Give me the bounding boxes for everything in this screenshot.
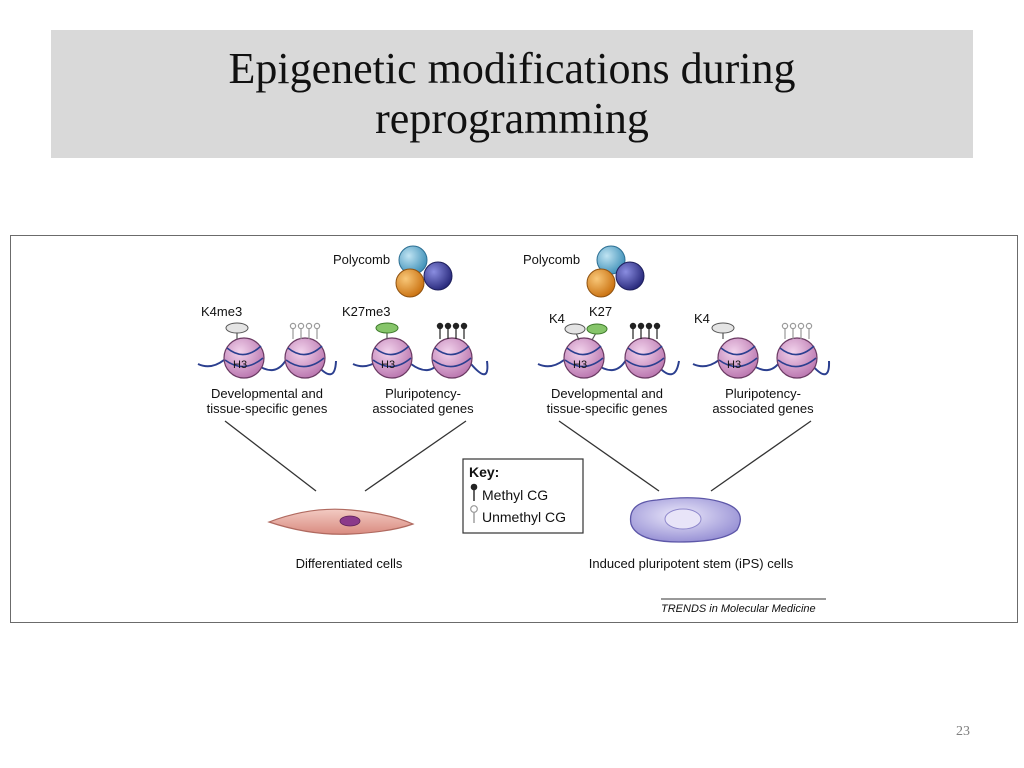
slide-title-line-2: reprogramming (375, 94, 649, 143)
nucleosome-h3: H3 (223, 337, 265, 379)
methyl-cg-icon (470, 483, 478, 501)
unmethyl-cg-cluster (289, 322, 321, 339)
legend-unmethyl-label: Unmethyl CG (482, 509, 566, 525)
k27-mark-tag (375, 322, 399, 339)
polycomb-subunit-navy (423, 261, 453, 291)
legend-methyl-label: Methyl CG (482, 487, 548, 503)
gene-group-label: Pluripotency- (725, 386, 801, 401)
legend-key: Key: Methyl CG Unmethyl CG (462, 458, 584, 534)
polycomb-subunit-orange (586, 268, 616, 298)
ips-cells-label: Induced pluripotent stem (iPS) cells (589, 556, 794, 571)
source-credit: TRENDS in Molecular Medicine (661, 603, 816, 615)
mark-label-k4: K4 (694, 311, 710, 326)
nucleosome-h3: H3 (717, 337, 759, 379)
histone-label: H3 (573, 359, 587, 371)
gene-group-label: tissue-specific genes (207, 401, 328, 416)
mark-label-k4: K4 (549, 311, 565, 326)
polycomb-subunit-orange (395, 268, 425, 298)
k4-mark-tag (564, 323, 586, 341)
k27-mark-tag (586, 323, 608, 341)
unmethyl-cg-cluster (781, 322, 813, 339)
figure-canvas: Polycomb Polycomb K4me3 K27me3 K4 K27 K4… (197, 245, 831, 615)
gene-group-label: Developmental and (211, 386, 323, 401)
gene-group-label: associated genes (372, 401, 474, 416)
gene-group-label: Pluripotency- (385, 386, 461, 401)
mark-label-k27me3: K27me3 (342, 304, 390, 319)
histone-label: H3 (233, 359, 247, 371)
gene-group-label: Developmental and (551, 386, 663, 401)
nucleosome (776, 337, 818, 379)
connector-line (224, 420, 317, 492)
histone-label: H3 (727, 359, 741, 371)
connector-line (710, 420, 812, 492)
gene-group-label: tissue-specific genes (547, 401, 668, 416)
nucleosome (624, 337, 666, 379)
histone-label: H3 (381, 359, 395, 371)
mark-label-k4me3: K4me3 (201, 304, 242, 319)
polycomb-subunit-navy (615, 261, 645, 291)
polycomb-complex-right: Polycomb (523, 245, 645, 298)
slide-title-line-1: Epigenetic modifications during (228, 44, 796, 93)
methyl-cg-cluster (436, 322, 468, 339)
ips-cell (629, 497, 741, 543)
connector-line (364, 420, 467, 492)
cell-nucleus (339, 515, 361, 527)
unmethyl-cg-icon (470, 505, 478, 523)
nucleosome-h3: H3 (563, 337, 605, 379)
nucleosome (431, 337, 473, 379)
nucleosome-h3: H3 (371, 337, 413, 379)
differentiated-cell (267, 508, 415, 535)
k4-mark-tag (225, 322, 249, 339)
page-number: 23 (956, 724, 970, 739)
polycomb-label-left: Polycomb (333, 252, 390, 267)
polycomb-complex-left: Polycomb (333, 245, 453, 298)
k4-mark-tag (711, 322, 735, 339)
slide-title-banner: Epigenetic modifications during reprogra… (51, 30, 973, 158)
legend-title: Key: (469, 464, 499, 480)
methyl-cg-cluster (629, 322, 661, 339)
connector-line (558, 420, 660, 492)
nucleosome (284, 337, 326, 379)
cell-nucleus (664, 508, 702, 530)
polycomb-label-right: Polycomb (523, 252, 580, 267)
mark-label-k27: K27 (589, 304, 612, 319)
differentiated-cells-label: Differentiated cells (296, 556, 403, 571)
gene-group-label: associated genes (712, 401, 814, 416)
epigenetic-figure: Polycomb Polycomb K4me3 K27me3 K4 K27 K4… (10, 235, 1018, 623)
